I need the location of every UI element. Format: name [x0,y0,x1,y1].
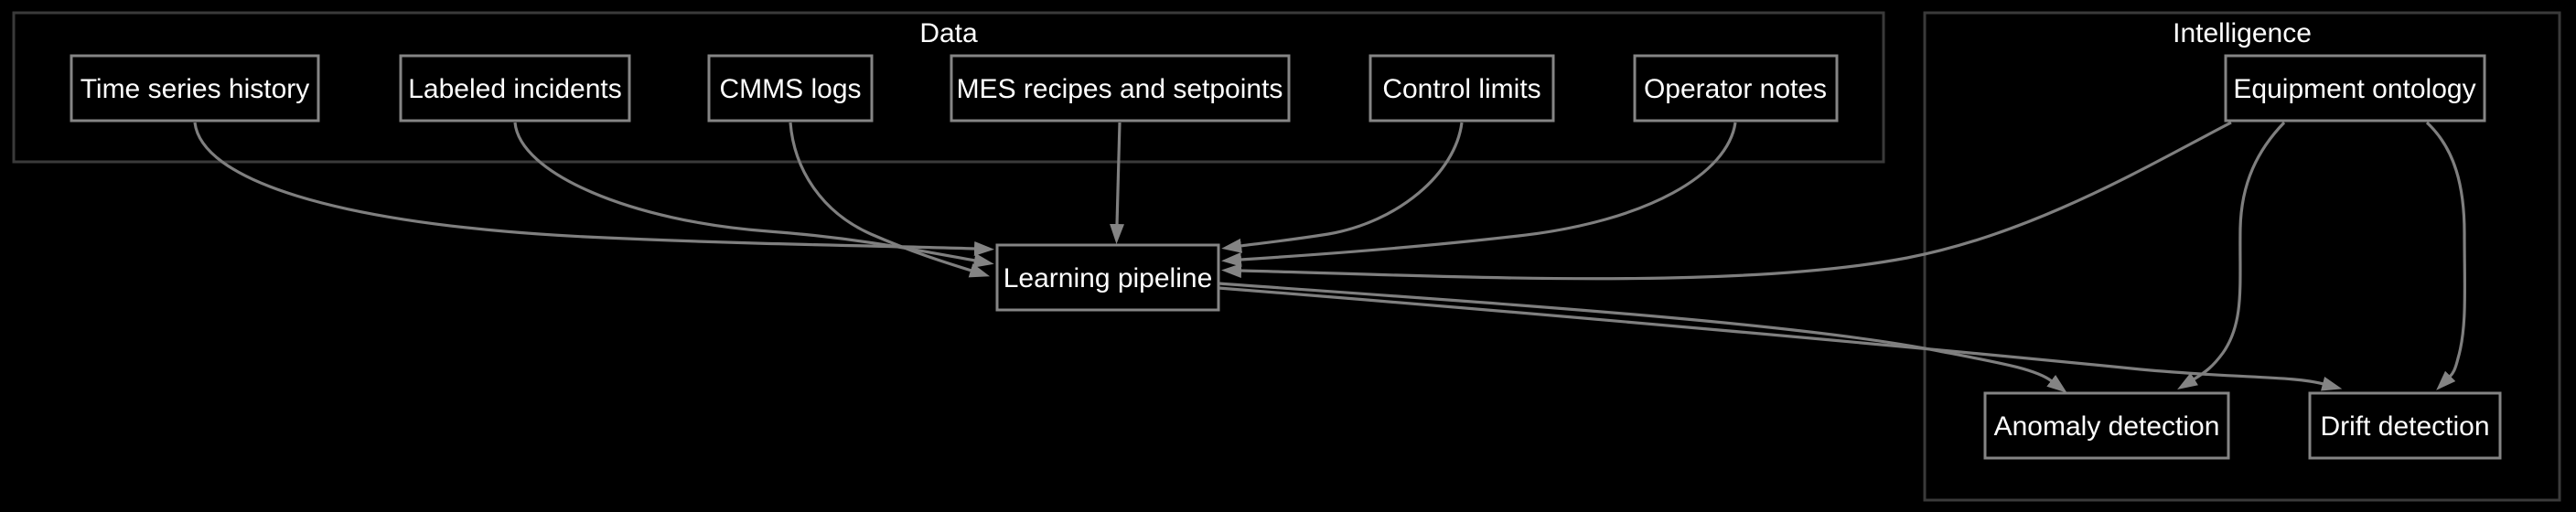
node-drift-detection: Drift detection [2308,391,2502,460]
node-anomaly-detection: Anomaly detection [1983,391,2230,460]
edge-equipment-ontology-to-learning-pipeline [1221,121,2232,281]
node-time-series-history-label: Time series history [80,74,310,104]
edge-learning-pipeline-to-drift-detection [1218,286,2343,391]
node-equipment-ontology: Equipment ontology [2224,54,2486,123]
node-labeled-incidents: Labeled incidents [399,54,631,123]
edge-equipment-ontology-to-drift-detection [2425,121,2467,390]
cluster-data-box [12,11,1885,164]
node-operator-notes-label: Operator notes [1644,74,1827,104]
node-mes-recipes-and-setpoints: MES recipes and setpoints [950,54,1291,123]
node-anomaly-detection-label: Anomaly detection [1994,411,2220,442]
node-cmms-logs: CMMS logs [707,54,874,123]
node-operator-notes: Operator notes [1633,54,1839,123]
node-learning-pipeline: Learning pipeline [995,243,1220,312]
edge-learning-pipeline-to-anomaly-detection [1218,282,2067,393]
cluster-intelligence-box [1923,11,2561,502]
cluster-intelligence-label: Intelligence [2173,18,2312,48]
node-drift-detection-label: Drift detection [2320,411,2489,442]
edge-cmms-logs-to-learning-pipeline [789,122,991,278]
node-labeled-incidents-label: Labeled incidents [408,74,622,104]
node-equipment-ontology-label: Equipment ontology [2233,74,2475,104]
edge-control-limits-to-learning-pipeline [1221,122,1464,253]
edge-equipment-ontology-to-anomaly-detection [2177,121,2286,390]
node-time-series-history: Time series history [70,54,320,123]
node-control-limits-label: Control limits [1382,74,1540,104]
node-mes-recipes-and-setpoints-label: MES recipes and setpoints [957,74,1283,104]
node-cmms-logs-label: CMMS logs [719,74,861,104]
cluster-data-label: Data [919,18,978,48]
edge-mes-recipes-and-setpoints-to-learning-pipeline [1110,122,1125,244]
edge-labeled-incidents-to-learning-pipeline [513,122,994,268]
node-control-limits: Control limits [1368,54,1555,123]
node-learning-pipeline-label: Learning pipeline [1004,263,1213,293]
edge-operator-notes-to-learning-pipeline [1221,122,1737,267]
edge-time-series-history-to-learning-pipeline [193,122,994,256]
